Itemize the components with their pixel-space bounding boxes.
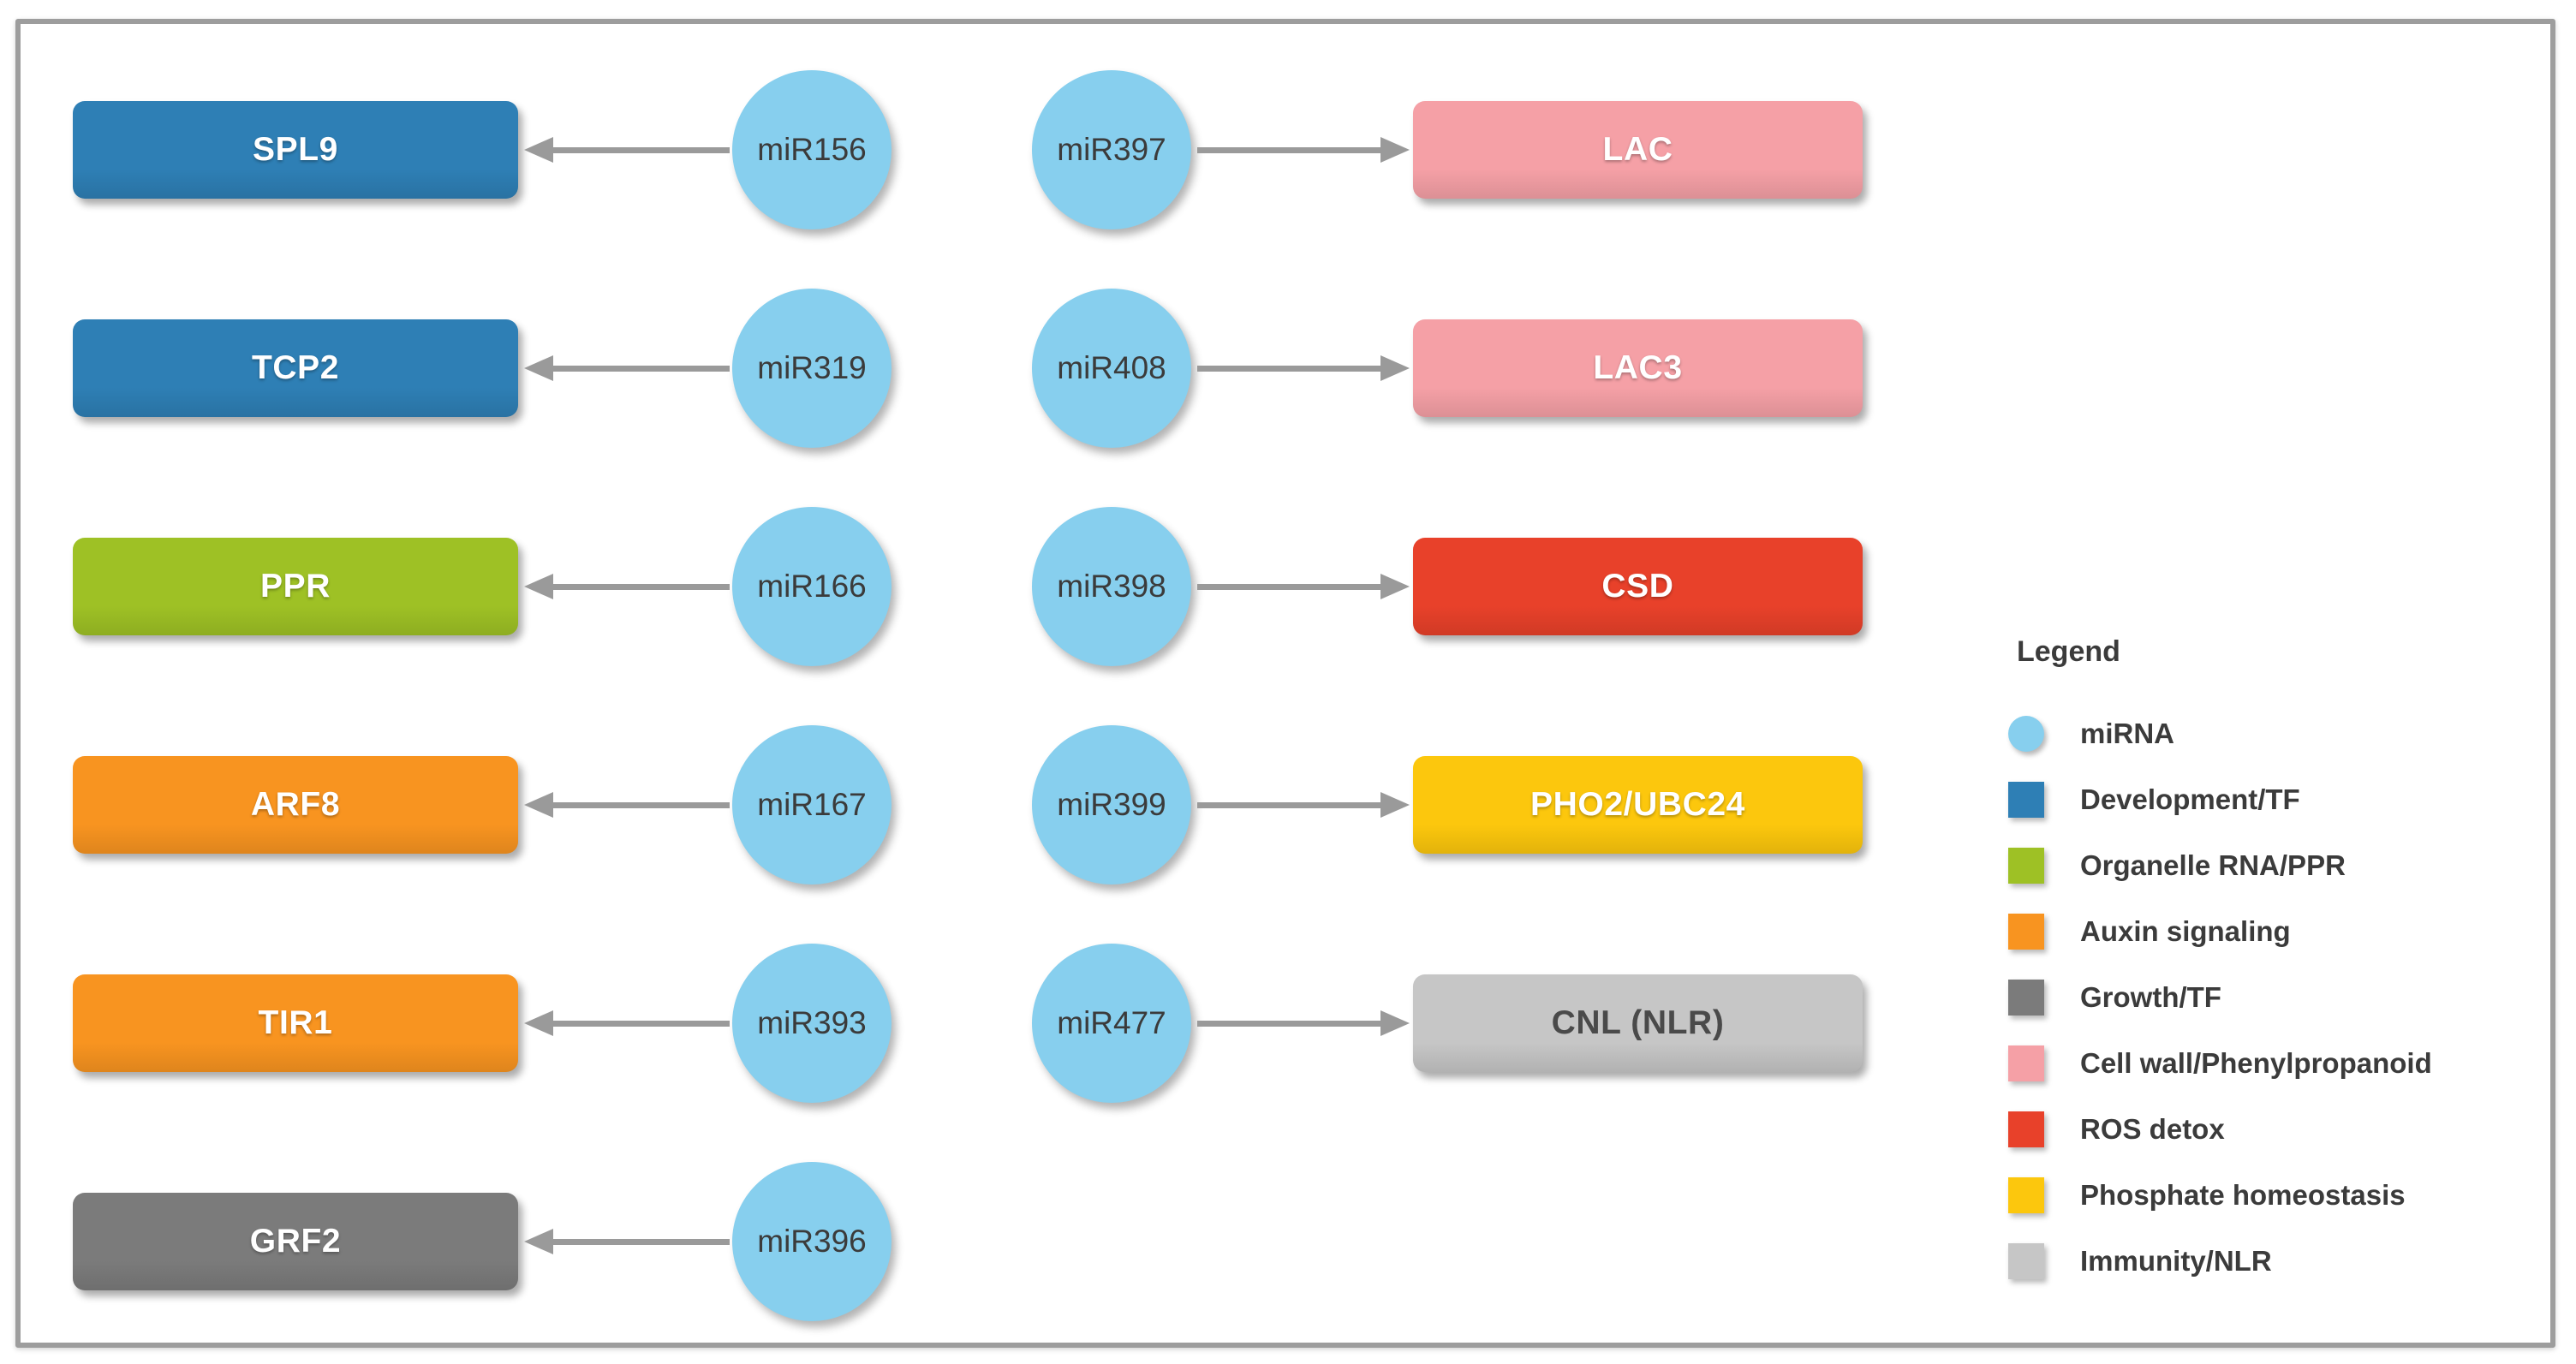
mirna-node[interactable]: miR396 bbox=[732, 1162, 891, 1321]
mirna-label: miR156 bbox=[757, 132, 867, 167]
target-gene-box[interactable]: ARF8 bbox=[73, 756, 518, 854]
legend-square-swatch bbox=[2008, 1045, 2044, 1081]
legend-square-swatch bbox=[2008, 782, 2044, 818]
mirna-node[interactable]: miR397 bbox=[1032, 70, 1191, 229]
legend-circle-swatch bbox=[2008, 716, 2044, 752]
target-gene-box[interactable]: GRF2 bbox=[73, 1193, 518, 1290]
target-gene-box[interactable]: PPR bbox=[73, 538, 518, 635]
legend-square-swatch bbox=[2008, 848, 2044, 884]
target-gene-label: LAC bbox=[1602, 131, 1673, 168]
target-gene-label: LAC3 bbox=[1593, 349, 1683, 386]
target-gene-label: PPR bbox=[260, 568, 331, 605]
target-gene-label: TIR1 bbox=[258, 1004, 333, 1041]
legend-label: Organelle RNA/PPR bbox=[2080, 849, 2346, 881]
legend-item-list: miRNA Development/TF Organelle RNA/PPR Auxi… bbox=[2008, 713, 2522, 1282]
target-gene-label: ARF8 bbox=[250, 786, 341, 823]
mirna-label: miR319 bbox=[757, 350, 867, 385]
legend-square-swatch bbox=[2008, 1243, 2044, 1279]
legend-square-swatch bbox=[2008, 1111, 2044, 1147]
mirna-label: miR398 bbox=[1057, 569, 1166, 604]
legend-label: miRNA bbox=[2080, 718, 2175, 749]
mirna-node[interactable]: miR399 bbox=[1032, 725, 1191, 885]
legend-item[interactable]: Cell wall/Phenylpropanoid bbox=[2008, 1043, 2522, 1084]
legend-label: Phosphate homeostasis bbox=[2080, 1179, 2406, 1211]
mirna-label: miR397 bbox=[1057, 132, 1166, 167]
target-gene-label: GRF2 bbox=[249, 1223, 342, 1260]
legend-square-swatch bbox=[2008, 914, 2044, 950]
target-gene-box[interactable]: TIR1 bbox=[73, 974, 518, 1072]
legend-panel: Legend miRNA Development/TF Organelle RNA/… bbox=[2008, 635, 2522, 1307]
legend-label: Immunity/NLR bbox=[2080, 1245, 2272, 1277]
target-gene-label: PHO2/UBC24 bbox=[1530, 786, 1745, 823]
mirna-label: miR399 bbox=[1057, 787, 1166, 822]
mirna-node[interactable]: miR393 bbox=[732, 944, 891, 1103]
mirna-label: miR393 bbox=[757, 1005, 867, 1040]
legend-item[interactable]: Development/TF bbox=[2008, 779, 2522, 820]
target-gene-box[interactable]: PHO2/UBC24 bbox=[1413, 756, 1863, 854]
legend-item[interactable]: miRNA bbox=[2008, 713, 2522, 754]
mirna-label: miR166 bbox=[757, 569, 867, 604]
target-gene-box[interactable]: CSD bbox=[1413, 538, 1863, 635]
legend-item[interactable]: ROS detox bbox=[2008, 1109, 2522, 1150]
mirna-node[interactable]: miR408 bbox=[1032, 289, 1191, 448]
legend-item[interactable]: Immunity/NLR bbox=[2008, 1241, 2522, 1282]
legend-item[interactable]: Growth/TF bbox=[2008, 977, 2522, 1018]
target-gene-label: CNL (NLR) bbox=[1551, 1004, 1725, 1041]
target-gene-label: SPL9 bbox=[253, 131, 338, 168]
legend-item[interactable]: Phosphate homeostasis bbox=[2008, 1175, 2522, 1216]
legend-title: Legend bbox=[2017, 635, 2120, 668]
target-gene-box[interactable]: CNL (NLR) bbox=[1413, 974, 1863, 1072]
mirna-node[interactable]: miR167 bbox=[732, 725, 891, 885]
legend-label: Cell wall/Phenylpropanoid bbox=[2080, 1047, 2432, 1079]
mirna-label: miR408 bbox=[1057, 350, 1166, 385]
legend-square-swatch bbox=[2008, 980, 2044, 1016]
mirna-node[interactable]: miR166 bbox=[732, 507, 891, 666]
legend-label: Auxin signaling bbox=[2080, 915, 2291, 947]
legend-item[interactable]: Auxin signaling bbox=[2008, 911, 2522, 952]
mirna-label: miR167 bbox=[757, 787, 867, 822]
target-gene-box[interactable]: LAC3 bbox=[1413, 319, 1863, 417]
legend-label: Development/TF bbox=[2080, 783, 2300, 815]
target-gene-label: CSD bbox=[1601, 568, 1674, 605]
legend-square-swatch bbox=[2008, 1177, 2044, 1213]
legend-label: Growth/TF bbox=[2080, 981, 2221, 1013]
legend-label: ROS detox bbox=[2080, 1113, 2225, 1145]
target-gene-box[interactable]: SPL9 bbox=[73, 101, 518, 199]
mirna-node[interactable]: miR319 bbox=[732, 289, 891, 448]
target-gene-label: TCP2 bbox=[251, 349, 340, 386]
target-gene-box[interactable]: TCP2 bbox=[73, 319, 518, 417]
diagram-frame bbox=[15, 19, 2555, 1348]
legend-item[interactable]: Organelle RNA/PPR bbox=[2008, 845, 2522, 886]
mirna-label: miR477 bbox=[1057, 1005, 1166, 1040]
mirna-node[interactable]: miR477 bbox=[1032, 944, 1191, 1103]
mirna-label: miR396 bbox=[757, 1224, 867, 1259]
mirna-node[interactable]: miR398 bbox=[1032, 507, 1191, 666]
mirna-node[interactable]: miR156 bbox=[732, 70, 891, 229]
target-gene-box[interactable]: LAC bbox=[1413, 101, 1863, 199]
